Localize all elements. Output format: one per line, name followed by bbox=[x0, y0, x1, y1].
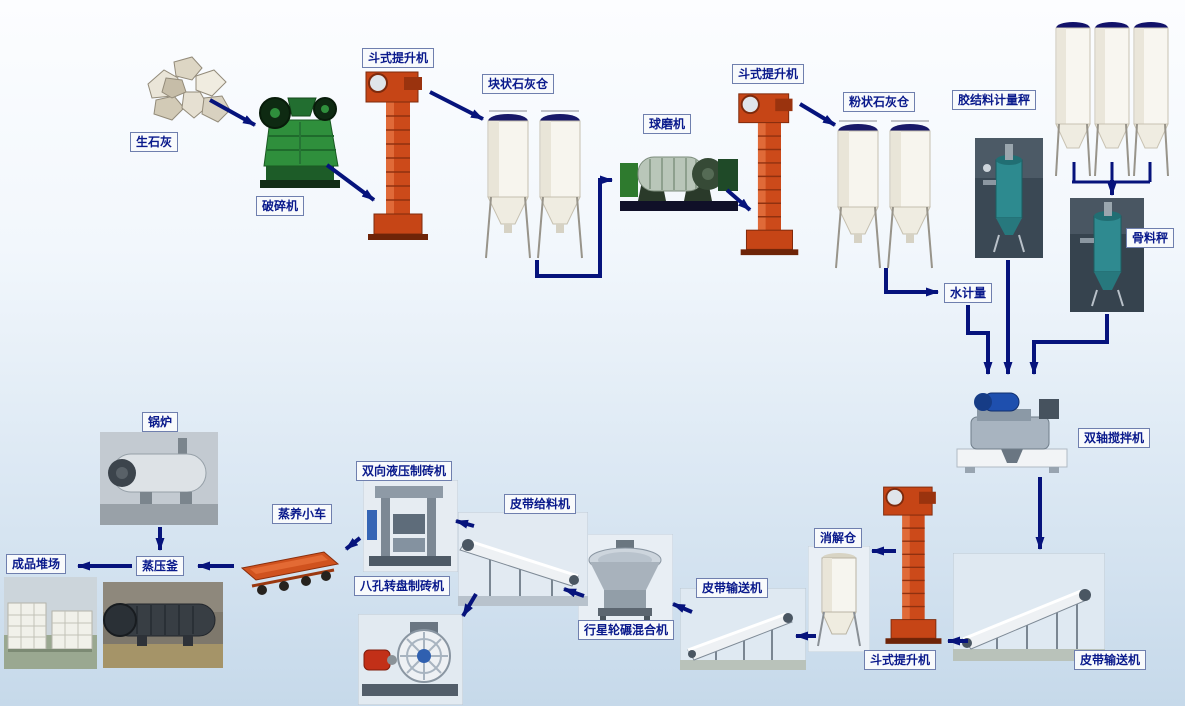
label-ball-mill: 球磨机 bbox=[643, 114, 692, 134]
label-bucket-elevator-2: 斗式提升机 bbox=[732, 64, 805, 84]
bucket-elevator-2-graphic bbox=[733, 84, 805, 264]
hydraulic-brick-machine-photo bbox=[363, 480, 458, 572]
aggregate-silos-graphic bbox=[1055, 18, 1170, 186]
label-quicklime: 生石灰 bbox=[130, 132, 179, 152]
ball-mill-graphic bbox=[618, 133, 740, 217]
label-belt-conveyor-right: 皮带输送机 bbox=[1074, 650, 1147, 670]
label-belt-conveyor-mid: 皮带输送机 bbox=[696, 578, 769, 598]
label-steam-curing-cart: 蒸养小车 bbox=[272, 504, 333, 524]
label-powder-lime-silo: 粉状石灰仓 bbox=[843, 92, 916, 112]
aggregate-scale-photo bbox=[1070, 198, 1144, 312]
boiler-photo bbox=[100, 432, 218, 525]
arrow-elevator1-to-lump-silo bbox=[429, 90, 484, 121]
autoclave-photo bbox=[103, 582, 223, 668]
quicklime-rocks-graphic bbox=[140, 52, 235, 127]
slaking-silo-photo bbox=[808, 546, 870, 652]
label-planetary-mixer: 行星轮碾混合机 bbox=[578, 620, 675, 640]
label-binder-scale: 胶结料计量秤 bbox=[952, 90, 1037, 110]
label-boiler: 锅炉 bbox=[142, 412, 179, 432]
bucket-elevator-3-graphic bbox=[878, 476, 948, 654]
arrow-brick-machine-to-cart bbox=[344, 536, 362, 551]
binder-scale-photo bbox=[975, 138, 1043, 258]
label-product-yard: 成品堆场 bbox=[6, 554, 67, 574]
bucket-elevator-1-graphic bbox=[360, 68, 435, 243]
label-autoclave: 蒸压釜 bbox=[136, 556, 185, 576]
lump-lime-silos-graphic bbox=[485, 108, 585, 266]
belt-conveyor-mid-photo bbox=[680, 588, 806, 670]
label-slaking-silo: 消解仓 bbox=[814, 528, 863, 548]
label-lump-lime-silo: 块状石灰仓 bbox=[482, 74, 555, 94]
belt-feeder-photo bbox=[458, 512, 588, 606]
twin-shaft-mixer-graphic bbox=[953, 383, 1071, 475]
label-aggregate-scale: 骨料秤 bbox=[1126, 228, 1175, 248]
label-twin-shaft-mixer: 双轴搅拌机 bbox=[1078, 428, 1151, 448]
belt-conveyor-right-photo bbox=[953, 553, 1105, 661]
planetary-mixer-photo bbox=[578, 534, 673, 630]
label-hydraulic-brick-machine: 双向液压制砖机 bbox=[356, 461, 453, 481]
label-belt-feeder: 皮带给料机 bbox=[504, 494, 577, 514]
product-yard-photo bbox=[4, 577, 97, 669]
arrow-aggregate-scale-to-mixer bbox=[1029, 314, 1109, 375]
steam-curing-cart-graphic bbox=[238, 542, 344, 604]
label-water-meter: 水计量 bbox=[944, 283, 993, 303]
label-bucket-elevator-3: 斗式提升机 bbox=[864, 650, 937, 670]
label-rotary-brick-machine: 八孔转盘制砖机 bbox=[354, 576, 451, 596]
arrow-elevator2-to-powder-silo bbox=[798, 102, 837, 127]
arrow-water-to-mixer bbox=[966, 305, 993, 375]
powder-lime-silos-graphic bbox=[835, 118, 935, 276]
rotary-brick-machine-photo bbox=[358, 614, 463, 705]
label-bucket-elevator-1: 斗式提升机 bbox=[362, 48, 435, 68]
jaw-crusher-graphic bbox=[252, 86, 347, 194]
label-crusher: 破碎机 bbox=[256, 196, 305, 216]
